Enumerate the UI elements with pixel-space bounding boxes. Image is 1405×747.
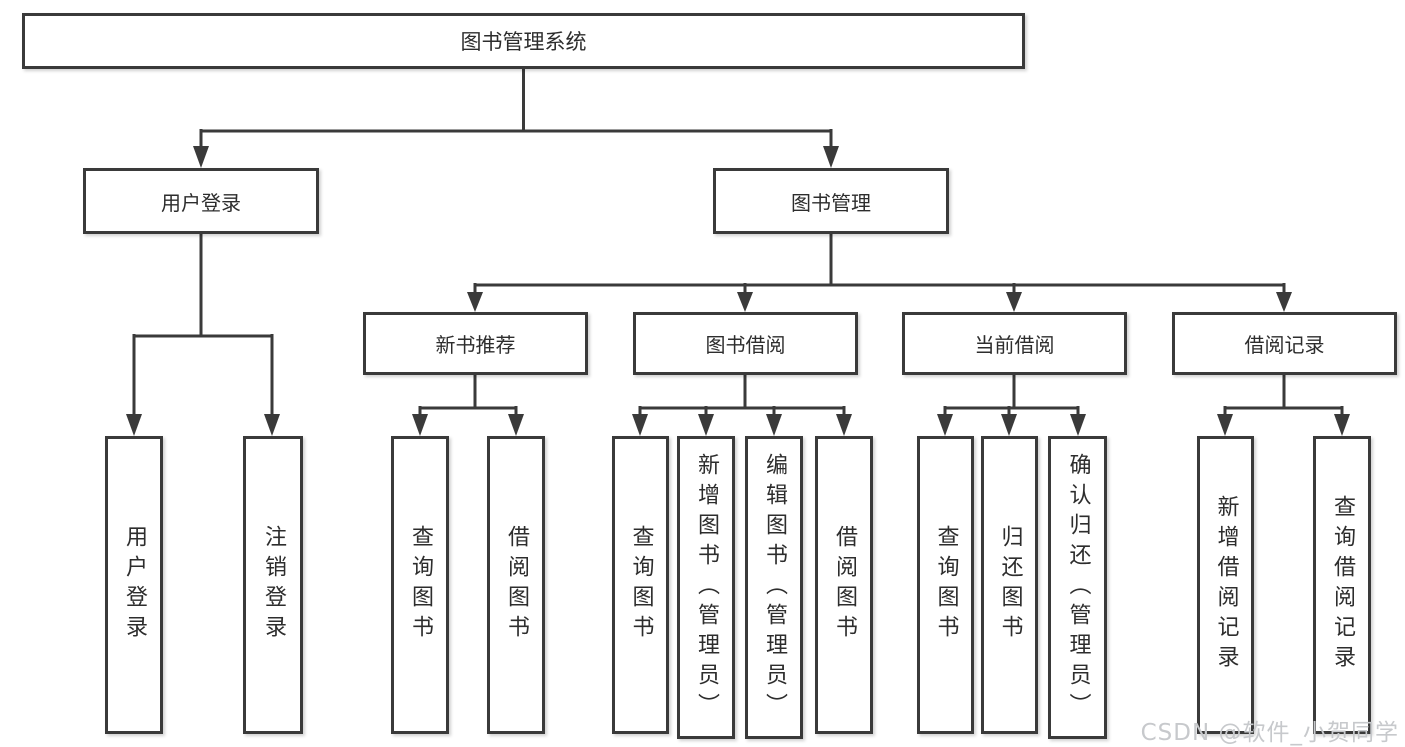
- node-label: 新增图书（管理员）: [694, 452, 719, 723]
- leaf-user-login: 用户登录: [105, 436, 163, 734]
- leaf-confirm-return-admin: 确认归还（管理员）: [1048, 436, 1107, 739]
- node-label: 借阅图书: [832, 525, 857, 645]
- leaf-borrow-books-1: 借阅图书: [487, 436, 545, 734]
- node-library-system-root: 图书管理系统: [22, 13, 1025, 69]
- connector-book-management-children: [467, 234, 1292, 312]
- node-label: 图书借阅: [705, 333, 786, 357]
- connector-root-to-level1: [193, 69, 839, 168]
- leaf-borrow-books-2: 借阅图书: [815, 436, 873, 734]
- node-book-borrow: 图书借阅: [633, 312, 858, 375]
- node-user-login: 用户登录: [83, 168, 319, 234]
- csdn-watermark: CSDN @软件_小贺同学: [1140, 720, 1399, 746]
- leaf-query-borrow-record: 查询借阅记录: [1313, 436, 1371, 734]
- leaf-query-books-2: 查询图书: [612, 436, 669, 734]
- leaf-add-books-admin: 新增图书（管理员）: [677, 436, 735, 739]
- node-borrow-records: 借阅记录: [1172, 312, 1397, 375]
- connector-borrow-records-children: [1217, 375, 1350, 436]
- node-label: 用户登录: [161, 190, 241, 215]
- node-label: 借阅记录: [1244, 333, 1325, 357]
- node-label: 编辑图书（管理员）: [762, 452, 787, 723]
- node-label: 借阅图书: [504, 525, 529, 645]
- node-book-management: 图书管理: [713, 168, 949, 234]
- node-label: 归还图书: [997, 525, 1023, 645]
- node-label: 当前借阅: [974, 333, 1055, 357]
- leaf-query-books-3: 查询图书: [917, 436, 974, 734]
- node-label: 查询图书: [933, 525, 959, 645]
- connector-new-book-children: [412, 375, 524, 436]
- leaf-query-books-1: 查询图书: [391, 436, 449, 734]
- node-label: 新增借阅记录: [1213, 495, 1239, 675]
- node-label: 注销登录: [261, 525, 286, 645]
- node-current-borrow: 当前借阅: [902, 312, 1127, 375]
- connector-book-borrow-children: [632, 375, 852, 436]
- node-label: 图书管理系统: [460, 30, 587, 54]
- node-new-book-recommend: 新书推荐: [363, 312, 588, 375]
- leaf-edit-books-admin: 编辑图书（管理员）: [745, 436, 803, 739]
- node-label: 查询借阅记录: [1330, 495, 1355, 675]
- connector-current-borrow-children: [937, 375, 1086, 436]
- node-label: 新书推荐: [435, 333, 516, 357]
- node-label: 查询图书: [408, 525, 433, 645]
- node-label: 图书管理: [791, 190, 871, 215]
- node-label: 用户登录: [122, 525, 147, 645]
- leaf-return-books: 归还图书: [981, 436, 1038, 734]
- node-label: 确认归还（管理员）: [1065, 452, 1091, 723]
- connector-user-login-children: [126, 234, 280, 436]
- leaf-add-borrow-record: 新增借阅记录: [1197, 436, 1254, 734]
- node-label: 查询图书: [628, 525, 654, 645]
- leaf-logout: 注销登录: [243, 436, 303, 734]
